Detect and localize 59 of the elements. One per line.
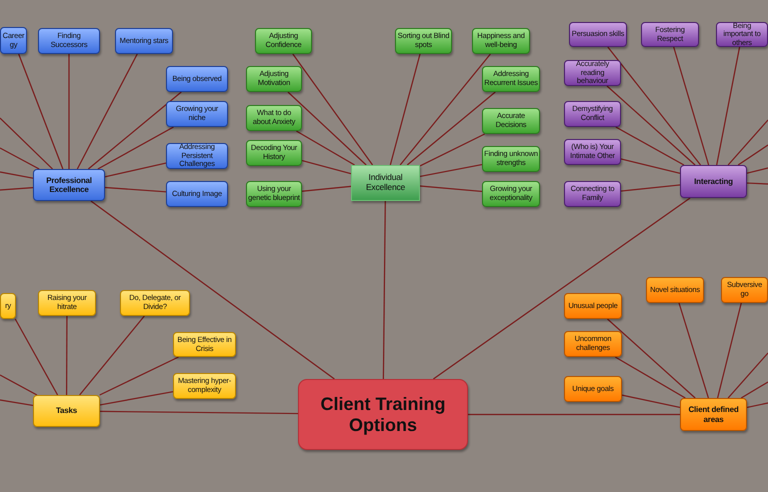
connector-line [104, 162, 166, 178]
connector-line [420, 164, 482, 177]
connector-line [0, 118, 53, 170]
connector-line [104, 186, 166, 192]
connector-line [607, 46, 701, 166]
connector-line [88, 92, 182, 170]
connector-line [296, 130, 355, 166]
connector-line [406, 92, 496, 166]
connector-line [66, 316, 68, 395]
connector-line [99, 356, 179, 396]
connector-line [740, 381, 768, 399]
connector-line [746, 167, 768, 174]
branch-topic-box: Tasks [33, 395, 100, 427]
connector-line [68, 54, 70, 169]
connector-line [420, 133, 485, 166]
branch-topic-box: Professional Excellence [33, 169, 105, 201]
connector-line [728, 120, 768, 166]
connector-line [433, 198, 690, 380]
connector-line [302, 160, 352, 174]
connector-line [746, 182, 768, 185]
connector-line [76, 54, 138, 170]
connector-line [606, 86, 696, 166]
connector-line [614, 356, 686, 399]
connector-line [98, 126, 174, 170]
connector-line [0, 171, 34, 179]
branch-topic-box: Individual Excellence [351, 165, 420, 201]
connector-line [0, 187, 34, 191]
connector-line [18, 54, 64, 170]
branch-topic-box: Interacting [680, 165, 747, 198]
connector-line [288, 92, 367, 166]
central-topic-box: Client Training Options [298, 379, 468, 450]
branch-topic-box: Client defined areas [680, 398, 747, 431]
connector-line [738, 144, 768, 166]
connector-line [90, 200, 335, 380]
connector-line [0, 399, 34, 406]
connector-line [382, 201, 386, 379]
connector-line [716, 46, 740, 166]
connector-line [79, 316, 145, 396]
connector-line [620, 184, 680, 192]
connector-line [717, 302, 742, 398]
connector-line [607, 318, 696, 398]
connector-line [678, 302, 709, 398]
connector-line [400, 54, 491, 166]
connector-line [14, 318, 58, 396]
connector-line [0, 147, 40, 170]
connector-line [746, 402, 768, 408]
connector-line [728, 352, 768, 398]
connector-line [100, 410, 298, 414]
connector-line [302, 186, 352, 192]
connector-line [390, 54, 421, 166]
connector-line [292, 54, 374, 166]
connector-line [622, 394, 680, 408]
connector-line [620, 158, 680, 174]
connector-line [616, 126, 684, 166]
connector-line [420, 185, 482, 192]
connector-line [0, 374, 38, 396]
connector-line [468, 414, 680, 416]
connector-line [673, 46, 710, 166]
connector-line [100, 391, 174, 406]
